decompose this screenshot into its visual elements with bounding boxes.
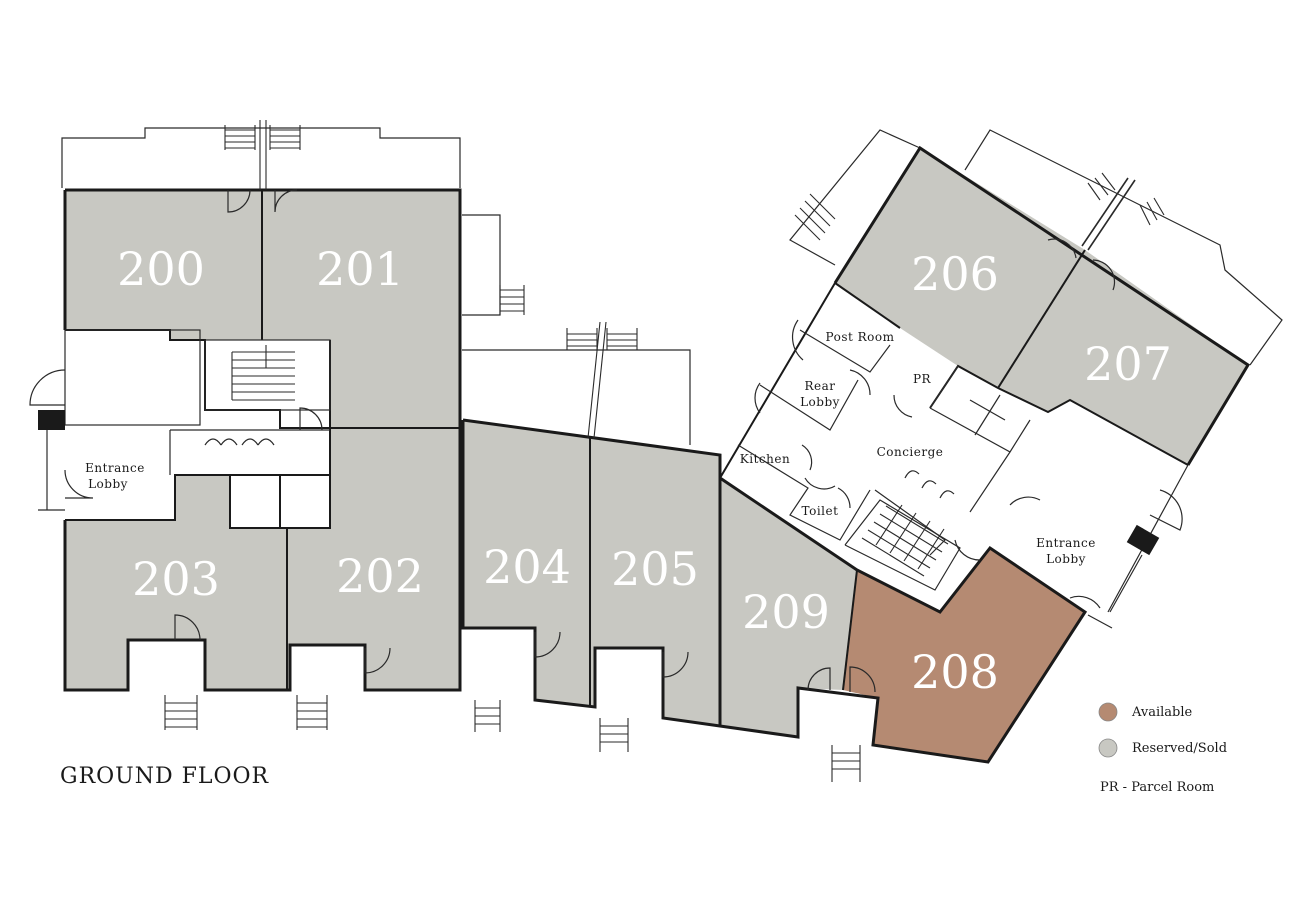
post-room-label: Post Room: [826, 330, 895, 344]
unit-204-area[interactable]: [463, 420, 590, 707]
unit-208-area[interactable]: [843, 548, 1085, 762]
entrance-lobby-west-label-2: Lobby: [88, 477, 128, 491]
unit-206-label: 206: [911, 247, 999, 301]
east-block: [719, 145, 1251, 629]
legend-reserved-swatch: [1098, 738, 1118, 758]
middle-block: [461, 321, 1088, 782]
legend-reserved-label: Reserved/Sold: [1132, 741, 1227, 756]
unit-201-label: 201: [316, 242, 404, 296]
legend-pr-note: PR - Parcel Room: [1100, 780, 1214, 795]
rear-lobby-label-2: Lobby: [800, 395, 840, 409]
pr-label: PR: [913, 372, 932, 386]
concierge-label: Concierge: [877, 445, 944, 459]
toilet-label: Toilet: [802, 504, 839, 518]
unit-209-label: 209: [742, 585, 830, 639]
unit-209-area[interactable]: [720, 478, 857, 737]
unit-204-label: 204: [483, 540, 571, 594]
entrance-lobby-west-label: Entrance: [85, 461, 145, 475]
unit-207-label: 207: [1084, 337, 1172, 391]
entrance-lobby-east-label: Entrance: [1036, 536, 1096, 550]
legend: Available Reserved/Sold PR - Parcel Room: [1098, 702, 1227, 795]
floor-label: GROUND FLOOR: [60, 764, 270, 789]
rear-lobby-label: Rear: [804, 379, 835, 393]
unit-207-area[interactable]: [998, 250, 1248, 465]
kitchen-label: Kitchen: [740, 452, 790, 466]
legend-available-swatch: [1098, 702, 1118, 722]
unit-205-label: 205: [611, 542, 699, 596]
terrace-outlines: [61, 127, 1283, 445]
legend-available-label: Available: [1131, 705, 1193, 720]
unit-labels: 200 201 202 203 204 205 206 207 208 209: [117, 242, 1172, 699]
entrance-lobby-east-label-2: Lobby: [1046, 552, 1086, 566]
room-labels: Entrance Lobby Post Room Rear Lobby PR K…: [85, 330, 1096, 566]
unit-201-area[interactable]: [262, 190, 460, 428]
west-block: [29, 120, 525, 730]
unit-202-label: 202: [336, 549, 424, 603]
unit-200-label: 200: [117, 242, 205, 296]
unit-206-area[interactable]: [835, 148, 1085, 388]
unit-200-area[interactable]: [65, 190, 262, 340]
unit-208-label: 208: [911, 645, 999, 699]
unit-203-label: 203: [132, 552, 220, 606]
